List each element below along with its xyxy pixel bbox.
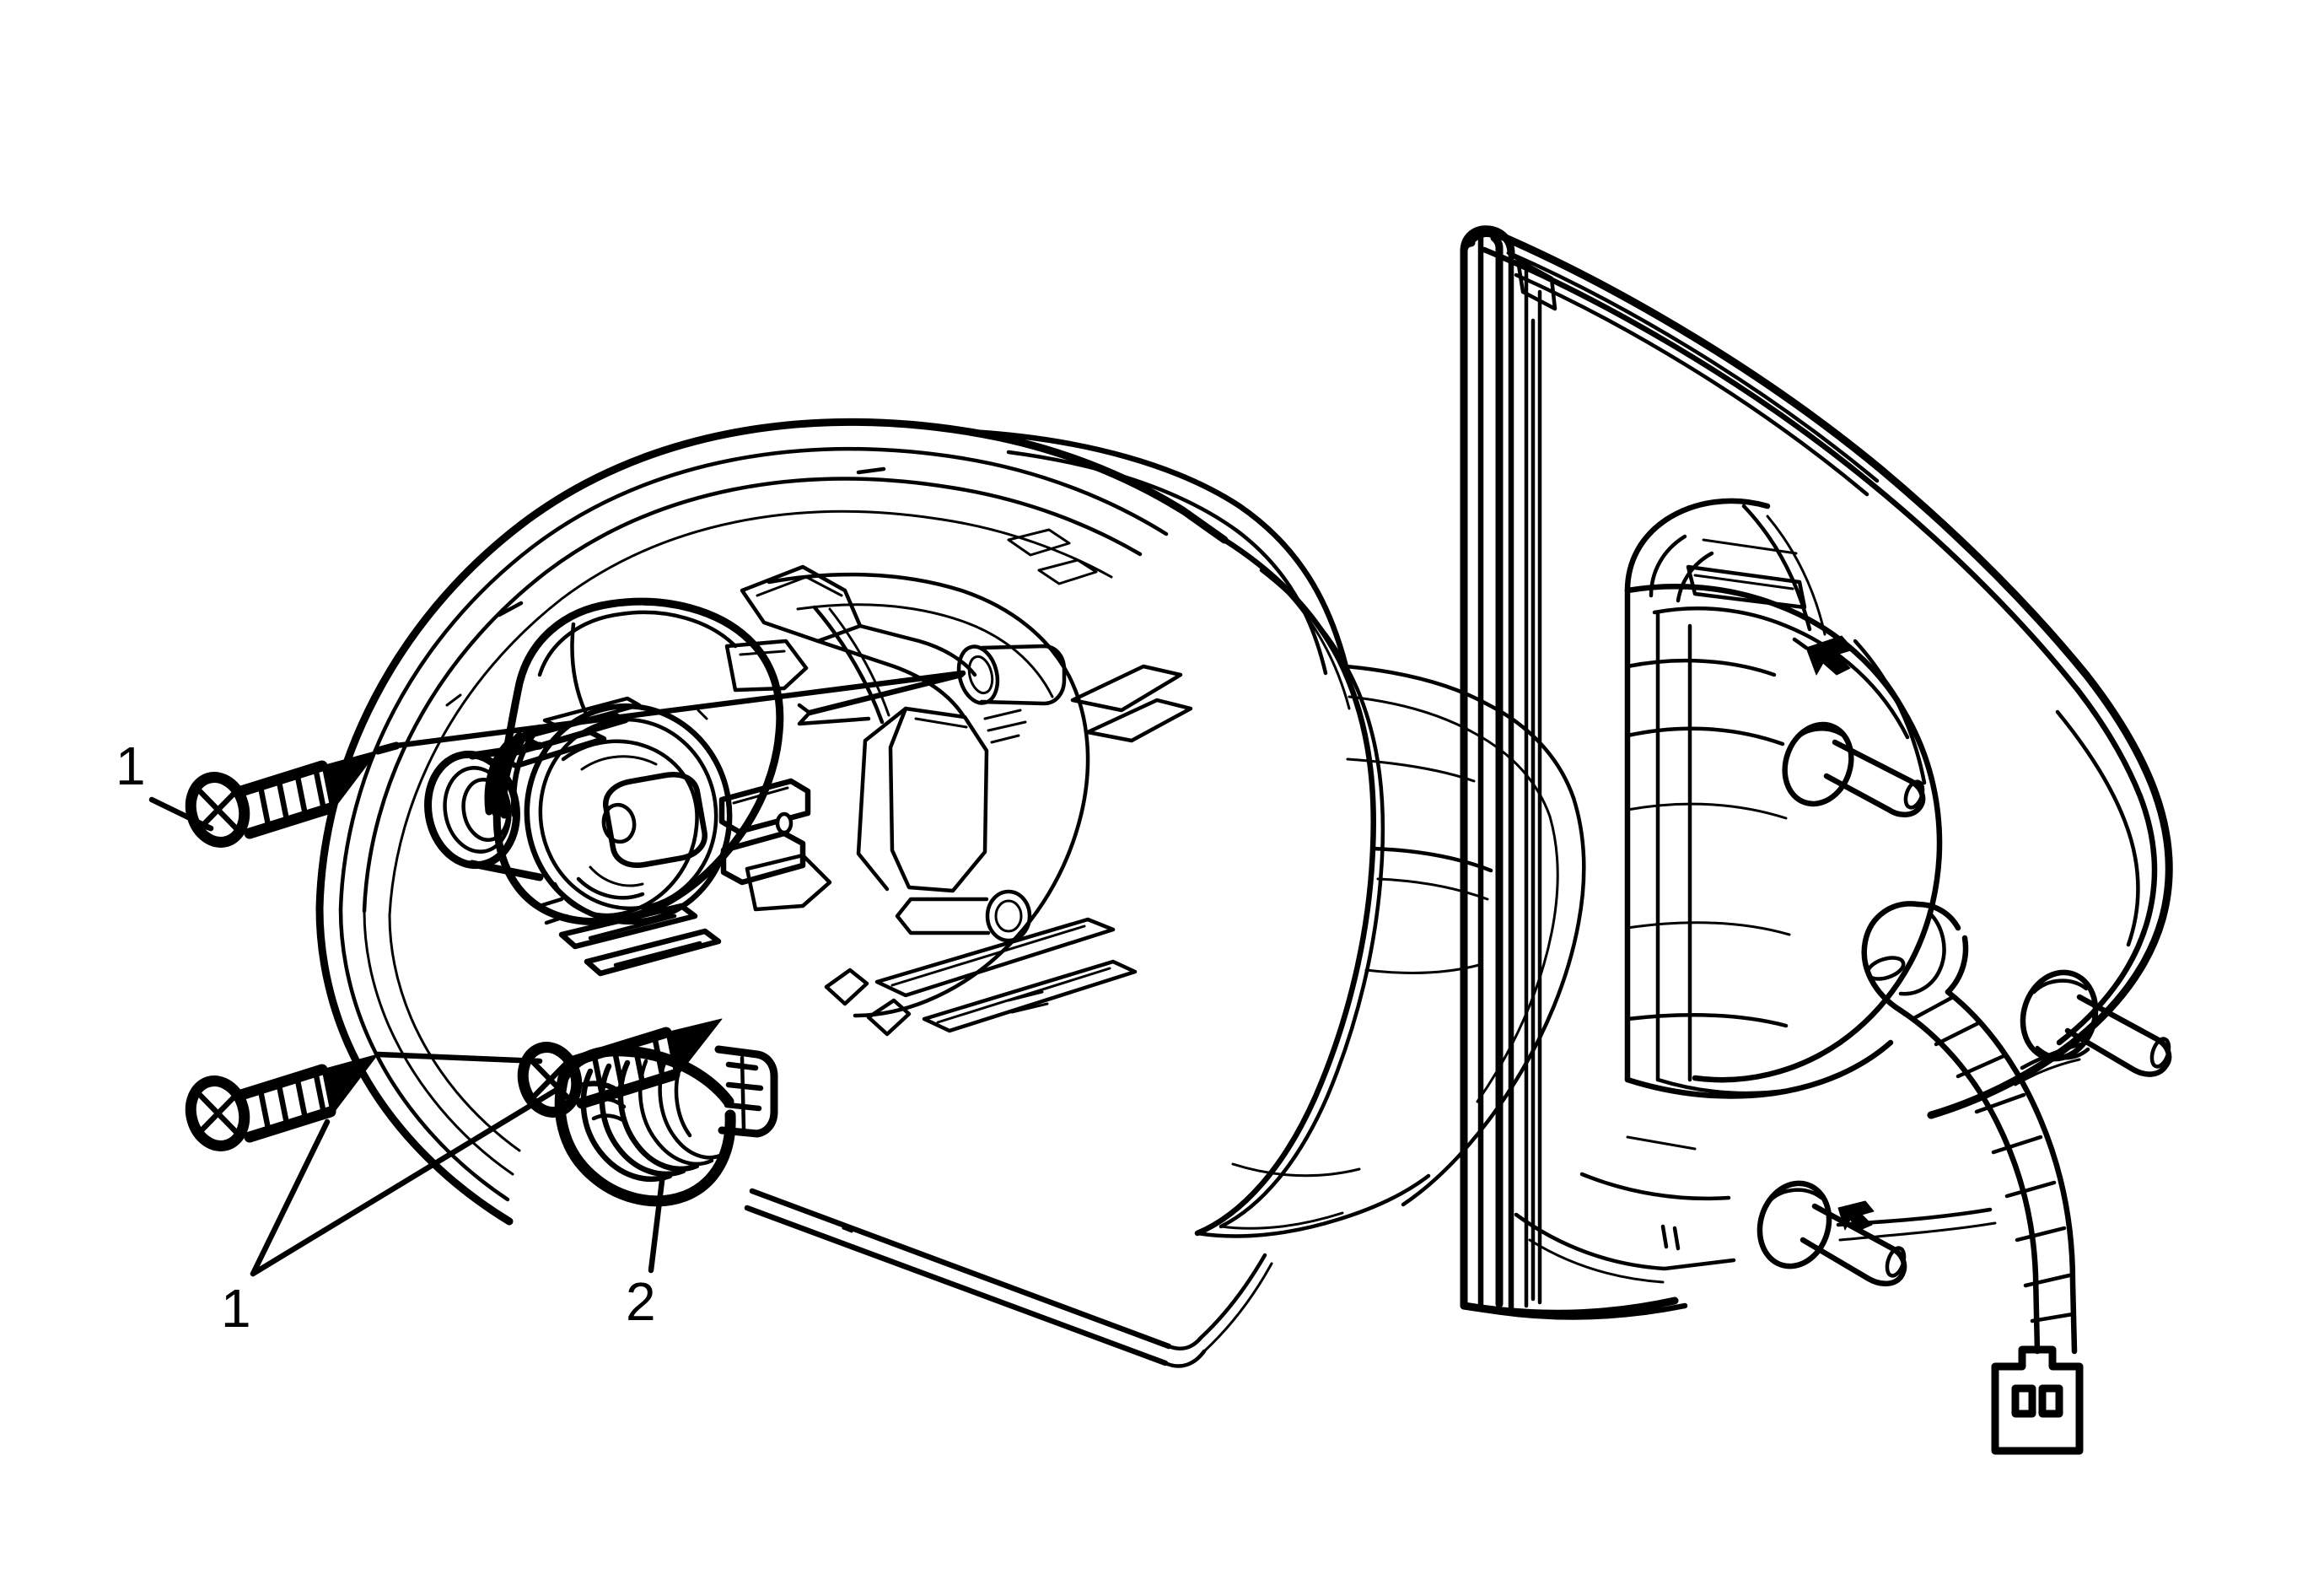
mounting-stud-middle [2020, 969, 2172, 1077]
callout-label-1-lower: 1 [221, 1278, 251, 1339]
retaining-screw-lower-a [185, 1054, 379, 1151]
mirror-actuator-motor [424, 597, 832, 977]
callout-label-2: 2 [626, 1271, 656, 1332]
callout-label-1-upper: 1 [116, 736, 146, 796]
electrical-connector [1991, 1345, 2084, 1455]
mounting-stud-lower [1756, 1180, 1907, 1286]
door-inner-panel [1514, 498, 1943, 1284]
callout-leader-lines [148, 670, 966, 1277]
mirror-mounting-bracket [740, 528, 1193, 1037]
door-window-frame [1460, 225, 2173, 1320]
retaining-screw-upper [185, 741, 401, 848]
retaining-screw-lower-b [517, 1018, 723, 1118]
wire-harness [1836, 901, 2084, 1355]
mounting-stud-upper [1782, 721, 1926, 817]
mirror-base-sail [744, 429, 1586, 1368]
